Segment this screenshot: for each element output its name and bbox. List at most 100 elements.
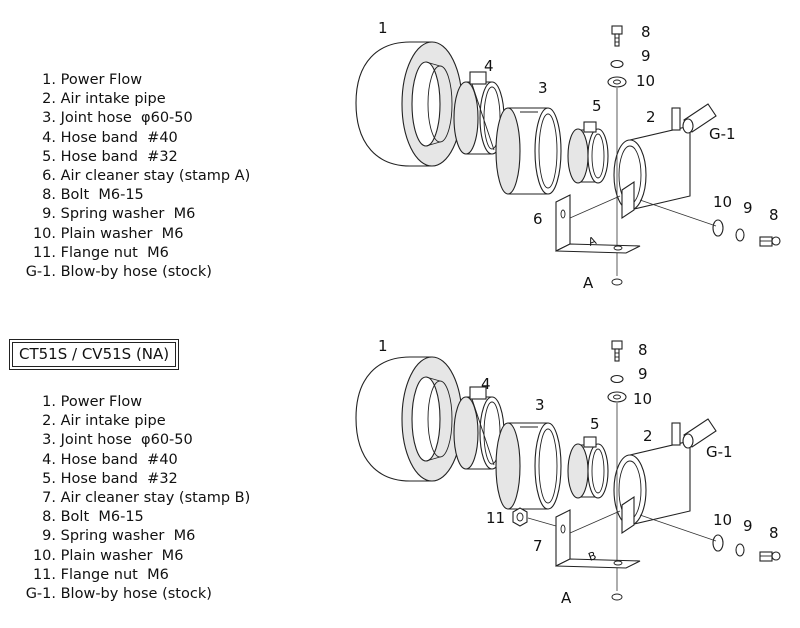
callout-5: 5 <box>592 97 602 115</box>
parts-list-item: 8. Bolt M6-15 <box>0 508 300 527</box>
callout-2: 2 <box>646 108 656 126</box>
callout-8-right: 8 <box>769 524 779 542</box>
part-number: G-1. <box>25 586 56 603</box>
parts-list-item: 7. Air cleaner stay (stamp B) <box>0 489 300 508</box>
parts-list-item: 5. Hose band #32 <box>0 470 300 489</box>
diagram-top: 1 4 3 5 2 G-1 8 9 10 10 9 8 6 A A <box>355 19 781 292</box>
part-number: 7. <box>42 490 56 507</box>
callout-1: 1 <box>378 19 388 37</box>
callout-a: A <box>561 589 572 607</box>
part-name: Air cleaner stay (stamp B) <box>60 490 251 507</box>
part-number: 8. <box>42 187 56 204</box>
flange-nut <box>512 507 557 527</box>
callout-10-top: 10 <box>633 390 652 408</box>
part-number: 5. <box>42 148 56 165</box>
part-number: 1. <box>42 394 56 410</box>
part-name: Joint hose φ60-50 <box>60 110 193 127</box>
parts-list-item: 11. Flange nut M6 <box>0 566 300 585</box>
part-name: Plain washer M6 <box>60 225 184 242</box>
model-label: CT51S / CV51S (NA) <box>12 342 177 367</box>
callout-9-top: 9 <box>638 365 648 383</box>
part-name: Hose band #40 <box>60 451 178 468</box>
part-number: 5. <box>42 470 56 487</box>
part-number: 10. <box>32 225 56 242</box>
stamp-a: A <box>587 234 599 249</box>
part-number: 6. <box>42 168 56 185</box>
callout-5: 5 <box>590 415 600 433</box>
parts-list-item: 1. Power Flow <box>0 393 300 412</box>
callout-3: 3 <box>535 396 545 414</box>
callout-6: 6 <box>533 210 543 228</box>
callout-1: 1 <box>378 337 388 355</box>
callout-11: 11 <box>486 509 505 527</box>
part-name: Air cleaner stay (stamp A) <box>60 168 251 185</box>
parts-list-item: G-1. Blow-by hose (stock) <box>0 263 300 282</box>
model-label-box: CT51S / CV51S (NA) <box>9 339 180 370</box>
parts-list-item: 6. Air cleaner stay (stamp A) <box>0 167 300 186</box>
parts-list-item: 3. Joint hose φ60-50 <box>0 431 300 450</box>
parts-list-item: 9. Spring washer M6 <box>0 527 300 546</box>
part-name: Spring washer M6 <box>60 528 196 545</box>
callout-7: 7 <box>533 537 543 555</box>
parts-list-item: 5. Hose band #32 <box>0 148 300 167</box>
callout-4: 4 <box>484 57 494 75</box>
part-name: Flange nut M6 <box>60 244 169 261</box>
part-name: Blow-by hose (stock) <box>60 264 212 281</box>
part-number: 2. <box>42 91 56 108</box>
parts-list-item: 2. Air intake pipe <box>0 90 300 109</box>
part-name: Plain washer M6 <box>60 547 184 564</box>
part-name: Flange nut M6 <box>60 566 169 583</box>
parts-list-item: 4. Hose band #40 <box>0 451 300 470</box>
callout-g1: G-1 <box>709 125 736 143</box>
parts-list-item: 8. Bolt M6-15 <box>0 186 300 205</box>
diagram-bottom: 1 4 3 5 2 G-1 8 9 10 10 9 8 11 7 A B <box>355 337 781 607</box>
parts-list-item: 11. Flange nut M6 <box>0 244 300 263</box>
part-name: Spring washer M6 <box>60 206 196 223</box>
part-number: 4. <box>42 451 56 468</box>
part-number: 10. <box>32 547 56 564</box>
part-number: 9. <box>42 528 56 545</box>
parts-list-item: 2. Air intake pipe <box>0 412 300 431</box>
part-number: 8. <box>42 509 56 526</box>
part-name: Hose band #40 <box>60 129 178 146</box>
callout-g1: G-1 <box>706 443 733 461</box>
callout-9-right: 9 <box>743 199 753 217</box>
callout-10-right: 10 <box>713 193 732 211</box>
part-number: 11. <box>32 566 56 583</box>
callout-10-right: 10 <box>713 511 732 529</box>
part-name: Air intake pipe <box>60 91 166 108</box>
part-number: 9. <box>42 206 56 223</box>
callout-10-top: 10 <box>636 72 655 90</box>
part-name: Blow-by hose (stock) <box>60 586 212 603</box>
callout-4: 4 <box>481 375 491 393</box>
parts-list-item: 4. Hose band #40 <box>0 129 300 148</box>
parts-list-item: 1. Power Flow <box>0 71 300 90</box>
part-number: 1. <box>42 72 56 88</box>
part-name: Bolt M6-15 <box>60 509 144 526</box>
callout-8-top: 8 <box>638 341 648 359</box>
parts-list-item: 10. Plain washer M6 <box>0 225 300 244</box>
callout-8-right: 8 <box>769 206 779 224</box>
part-name: Bolt M6-15 <box>60 187 144 204</box>
callout-3: 3 <box>538 79 548 97</box>
parts-list-item: G-1. Blow-by hose (stock) <box>0 585 300 604</box>
part-number: 4. <box>42 129 56 146</box>
parts-list-item: 3. Joint hose φ60-50 <box>0 109 300 128</box>
part-name: Joint hose φ60-50 <box>60 432 193 449</box>
parts-list-item: 9. Spring washer M6 <box>0 205 300 224</box>
part-number: 11. <box>32 244 56 261</box>
callout-9-right: 9 <box>743 517 753 535</box>
part-number: G-1. <box>25 264 56 281</box>
part-name: Air intake pipe <box>60 413 166 430</box>
part-number: 3. <box>42 110 56 127</box>
callout-9-top: 9 <box>641 47 651 65</box>
callout-8-top: 8 <box>641 23 651 41</box>
part-name: Power Flow <box>60 394 143 410</box>
callout-a: A <box>583 274 594 292</box>
stamp-b: B <box>587 549 599 564</box>
part-name: Hose band #32 <box>60 470 178 487</box>
parts-list-item: 10. Plain washer M6 <box>0 547 300 566</box>
